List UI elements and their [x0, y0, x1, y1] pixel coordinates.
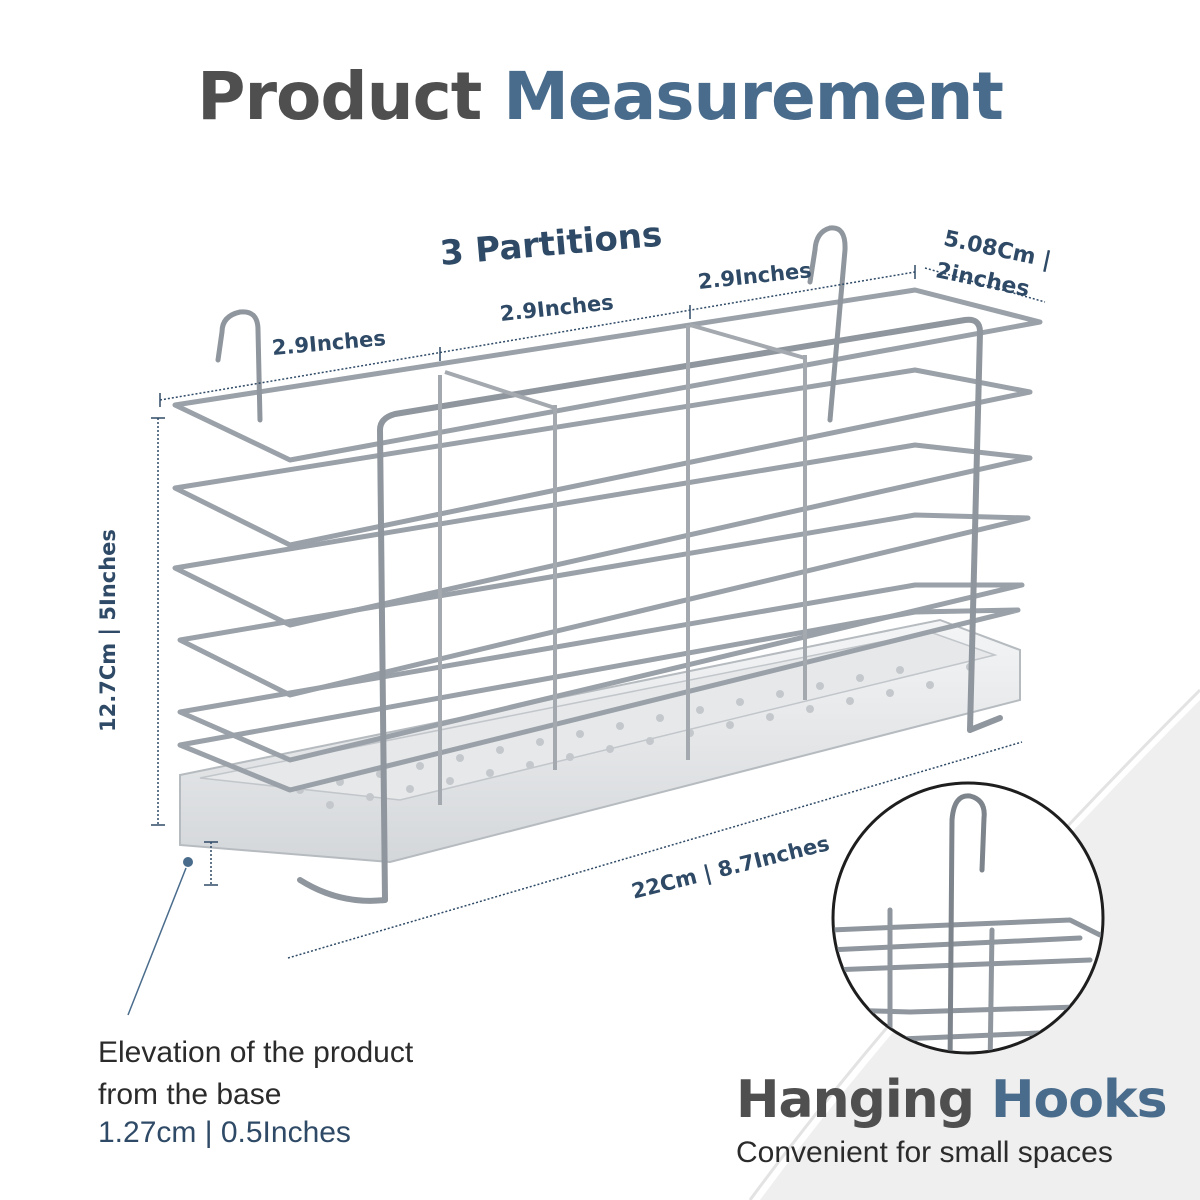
height-label: 12.7Cm | 5Inches	[96, 529, 120, 732]
elevation-line2: from the base	[98, 1078, 282, 1111]
hooks-title-part1: Hanging	[736, 1070, 975, 1130]
elevation-value: 1.27cm | 0.5Inches	[98, 1116, 351, 1149]
dimension-lines	[151, 265, 1046, 959]
hook-detail-inset	[831, 781, 1105, 1055]
hooks-title: Hanging Hooks	[736, 1070, 1168, 1130]
hooks-subtitle: Convenient for small spaces	[736, 1136, 1113, 1169]
front-frame	[297, 316, 1003, 904]
elevation-note: Elevation of the product from the base	[98, 1032, 413, 1116]
title-part-product: Product	[197, 58, 482, 135]
wire-rails	[172, 287, 1043, 793]
elevation-pointer	[127, 857, 193, 1016]
hanging-hook-icon	[215, 225, 848, 423]
title-part-measurement: Measurement	[503, 58, 1004, 135]
page-title: Product Measurement	[0, 58, 1200, 135]
elevation-line1: Elevation of the product	[98, 1036, 414, 1069]
hooks-title-part2: Hooks	[991, 1070, 1168, 1130]
partition-dividers	[438, 323, 807, 805]
